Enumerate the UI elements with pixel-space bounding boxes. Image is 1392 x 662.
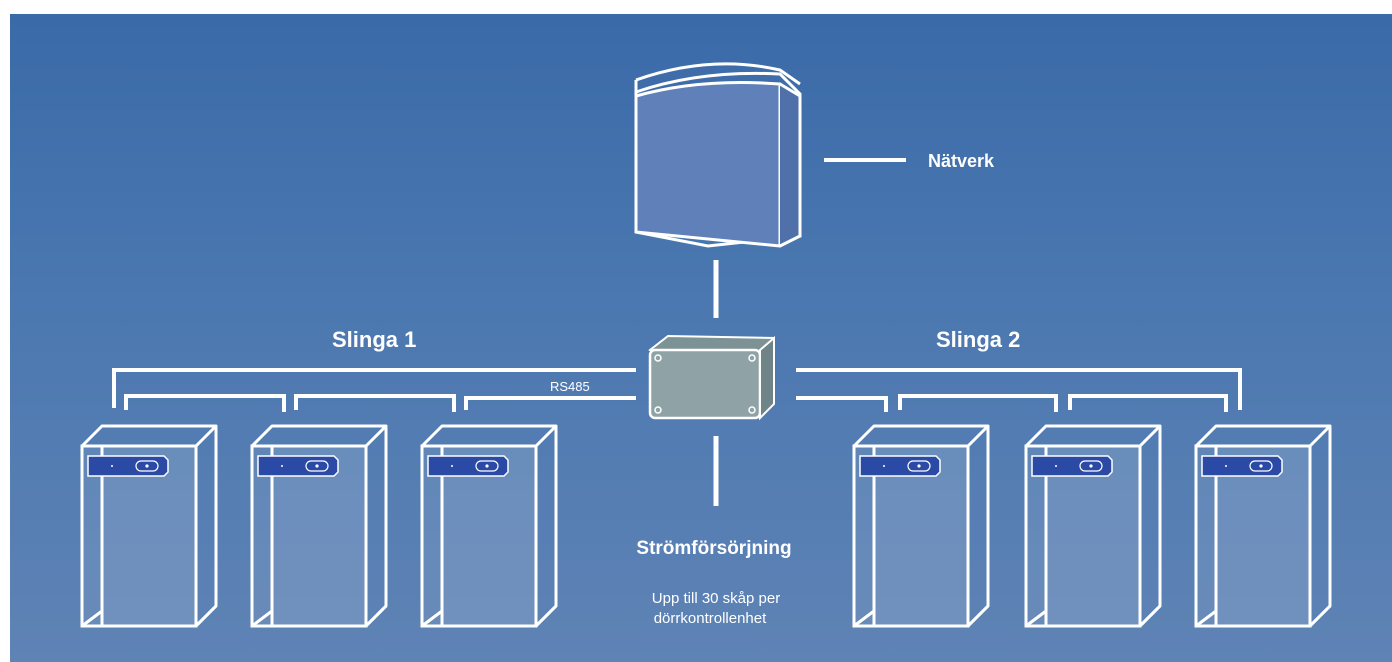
locker-cabinet-icon: [80, 424, 218, 628]
loop1-wiring: [112, 368, 636, 412]
power-label: Strömförsörjning: [636, 538, 791, 559]
loop2-wiring: [796, 368, 1242, 412]
network-controller-icon: [634, 62, 802, 248]
locker-cabinet-icon: [1194, 424, 1332, 628]
diagram-canvas: Nätverk RS485 Slinga 1 Slinga 2 Strömför…: [10, 14, 1392, 662]
locker-cabinet-icon: [250, 424, 388, 628]
loop2-label: Slinga 2: [936, 327, 1020, 352]
loop1-label: Slinga 1: [332, 327, 416, 352]
rs485-label: RS485: [550, 379, 590, 394]
locker-cabinet-icon: [1024, 424, 1162, 628]
junction-box-icon: [648, 334, 775, 421]
network-label: Nätverk: [928, 151, 995, 171]
capacity-line1: Upp till 30 skåp per: [652, 590, 780, 607]
capacity-line2: dörrkontrollenhet: [654, 610, 767, 627]
locker-cabinet-icon: [420, 424, 558, 628]
locker-cabinet-icon: [852, 424, 990, 628]
